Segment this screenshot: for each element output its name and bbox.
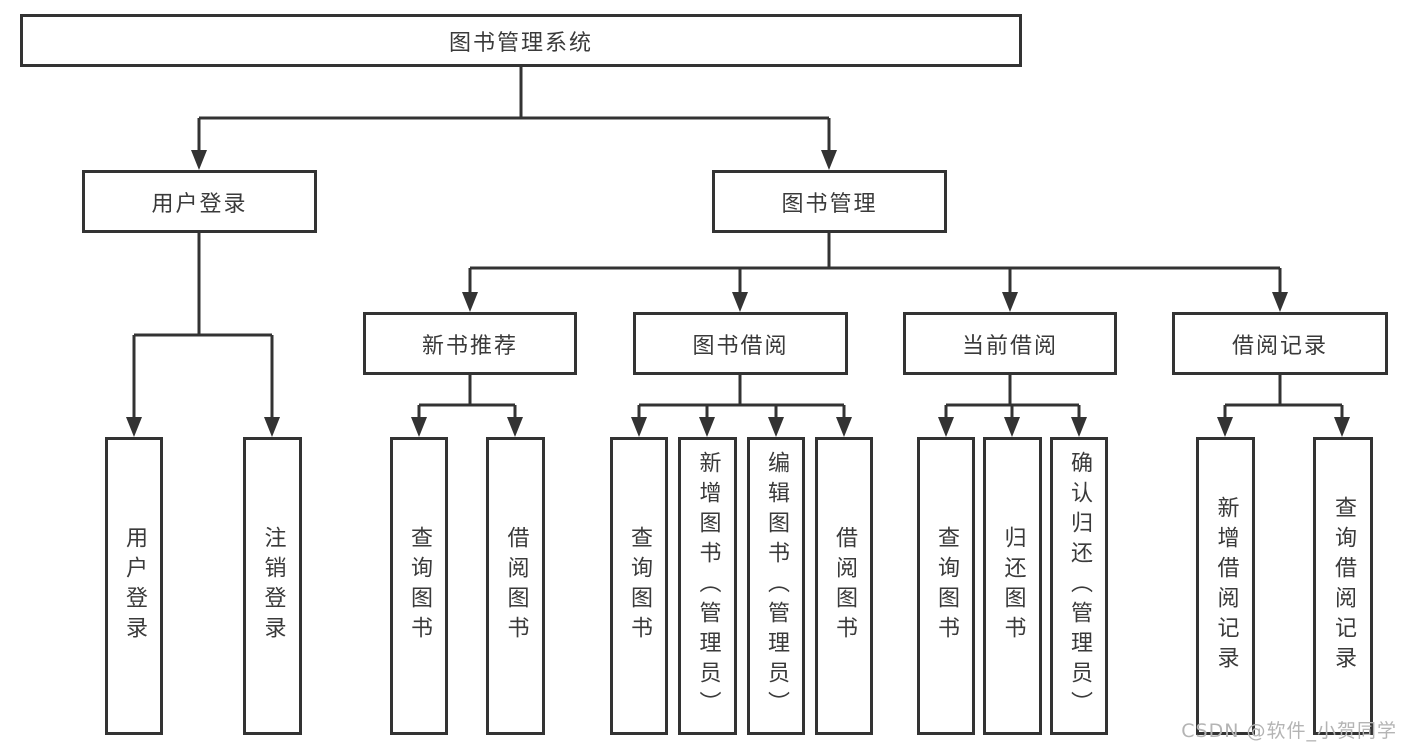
node-nb-borrow: 借阅图书 bbox=[486, 437, 545, 735]
node-br-add: 新增借阅记录 bbox=[1196, 437, 1255, 735]
arrowhead bbox=[507, 417, 523, 437]
node-book-borrow: 图书借阅 bbox=[633, 312, 848, 375]
arrowhead bbox=[264, 417, 280, 437]
node-cb-confirm: 确认归还（管理员） bbox=[1050, 437, 1108, 735]
node-root: 图书管理系统 bbox=[20, 14, 1022, 67]
arrowhead bbox=[1217, 417, 1233, 437]
node-bb-query: 查询图书 bbox=[610, 437, 668, 735]
connector-paths bbox=[132, 67, 1344, 419]
node-book-mgmt: 图书管理 bbox=[712, 170, 947, 233]
node-current-borrow: 当前借阅 bbox=[903, 312, 1117, 375]
node-bb-borrow: 借阅图书 bbox=[815, 437, 873, 735]
node-cb-return: 归还图书 bbox=[983, 437, 1042, 735]
arrowhead bbox=[1002, 292, 1018, 312]
node-ul-login: 用户登录 bbox=[105, 437, 163, 735]
arrowheads bbox=[126, 150, 1350, 437]
arrowhead bbox=[191, 150, 207, 170]
arrowhead bbox=[462, 292, 478, 312]
arrowhead bbox=[1334, 417, 1350, 437]
arrowhead bbox=[768, 417, 784, 437]
arrowhead bbox=[1272, 292, 1288, 312]
node-cb-query: 查询图书 bbox=[917, 437, 975, 735]
arrowhead bbox=[411, 417, 427, 437]
arrowhead bbox=[631, 417, 647, 437]
node-br-query: 查询借阅记录 bbox=[1313, 437, 1373, 735]
arrowhead bbox=[836, 417, 852, 437]
node-ul-logout: 注销登录 bbox=[243, 437, 302, 735]
arrowhead bbox=[699, 417, 715, 437]
node-nb-query: 查询图书 bbox=[390, 437, 448, 735]
arrowhead bbox=[1071, 417, 1087, 437]
csdn-watermark: CSDN @软件_小贺同学 bbox=[1181, 720, 1397, 742]
node-bb-add: 新增图书（管理员） bbox=[678, 437, 737, 735]
node-bb-edit: 编辑图书（管理员） bbox=[747, 437, 805, 735]
node-borrow-record: 借阅记录 bbox=[1172, 312, 1388, 375]
arrowhead bbox=[732, 292, 748, 312]
arrowhead bbox=[1004, 417, 1020, 437]
node-new-book-rec: 新书推荐 bbox=[363, 312, 577, 375]
arrowhead bbox=[126, 417, 142, 437]
arrowhead bbox=[821, 150, 837, 170]
node-user-login: 用户登录 bbox=[82, 170, 317, 233]
arrowhead bbox=[938, 417, 954, 437]
